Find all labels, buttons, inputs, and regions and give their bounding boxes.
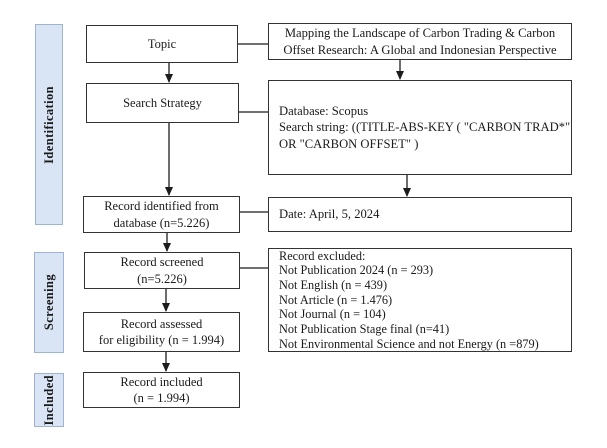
records-excluded-line-5: Not Journal (n = 104) — [279, 307, 386, 322]
stage-label-identification-text: Identification — [41, 85, 56, 164]
records-excluded-line-7: Not Environmental Science and not Energy… — [279, 336, 539, 351]
records-included-line-1: Record included — [120, 374, 203, 389]
records-identified-line-2: database (n=5.226) — [113, 215, 210, 230]
records-identified-line-1: Record identified from — [104, 199, 219, 213]
records-screened-box: Record screened (n=5.226) — [84, 252, 240, 289]
search-query-box: Database: Scopus Search string: ((TITLE-… — [268, 80, 572, 175]
date-box: Date: April, 5, 2024 — [268, 197, 572, 232]
date-box-text: Date: April, 5, 2024 — [279, 207, 380, 222]
stage-label-included-text: Included — [41, 374, 56, 426]
stage-label-screening-text: Screening — [41, 274, 56, 331]
stage-label-included: Included — [34, 373, 64, 427]
search-query-line-1: Database: Scopus — [279, 103, 369, 118]
search-strategy-box: Search Strategy — [86, 83, 239, 123]
records-excluded-line-3: Not English (n = 439) — [279, 277, 388, 292]
records-assessed-box: Record assessed for eligibility (n = 1.9… — [83, 312, 240, 352]
records-assessed-line-1: Record assessed — [120, 316, 203, 331]
records-excluded-line-6: Not Publication Stage final (n=41) — [279, 322, 450, 337]
research-title-line-2: Offset Research: A Global and Indonesian… — [283, 42, 557, 57]
research-title-line-1: Mapping the Landscape of Carbon Trading … — [284, 26, 556, 41]
records-excluded-line-4: Not Article (n = 1.476) — [279, 292, 393, 307]
records-excluded-line-1: Record excluded: — [279, 248, 366, 263]
search-strategy-box-text: Search Strategy — [123, 95, 202, 110]
stage-label-identification: Identification — [35, 24, 63, 225]
stage-label-screening: Screening — [34, 252, 64, 353]
records-identified-box: Record identified from database (n=5.226… — [83, 196, 240, 233]
records-included-line-2: (n = 1.994) — [133, 391, 190, 405]
search-query-line-2: Search string: ((TITLE-ABS-KEY ( "CARBON… — [279, 120, 571, 135]
records-assessed-line-2: for eligibility (n = 1.994) — [98, 333, 225, 347]
records-screened-line-2: (n=5.226) — [137, 271, 187, 286]
topic-box-text: Topic — [147, 36, 177, 51]
records-screened-line-1: Record screened — [120, 255, 204, 269]
search-query-line-3: OR "CARBON OFFSET" ) — [279, 136, 419, 151]
topic-box: Topic — [86, 25, 238, 63]
records-excluded-line-2: Not Publication 2024 (n = 293) — [279, 263, 434, 278]
records-excluded-box: Record excluded: Not Publication 2024 (n… — [268, 248, 572, 352]
research-title-box: Mapping the Landscape of Carbon Trading … — [268, 23, 572, 60]
records-included-box: Record included (n = 1.994) — [83, 372, 240, 408]
